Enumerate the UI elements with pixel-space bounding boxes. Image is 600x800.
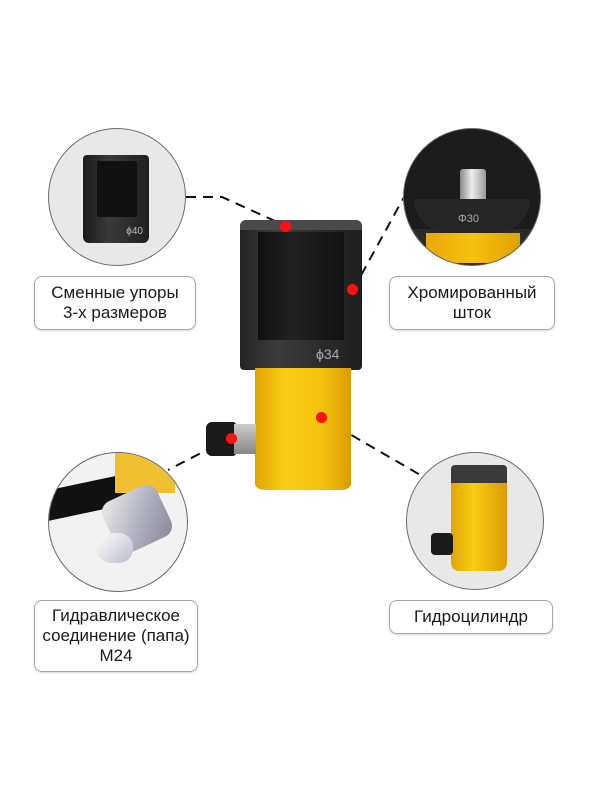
label-coupler: Гидравлическое соединение (папа) М24 xyxy=(34,600,198,672)
leader-line-coupler xyxy=(167,437,231,471)
label-coupler-line2: соединение (папа) xyxy=(42,626,190,645)
head-size-marking: ϕ34 xyxy=(316,346,340,362)
marker-dot-rod xyxy=(347,284,358,295)
cylinder-thumb-image xyxy=(451,483,507,571)
label-rod: Хромированный шток xyxy=(389,276,555,330)
head-window xyxy=(258,232,344,340)
label-stops: Сменные упоры 3-х размеров xyxy=(34,276,196,330)
label-rod-line1: Хромированный xyxy=(407,283,537,302)
stop-insert-image: ϕ40 xyxy=(83,155,149,243)
inset-circle-rod: Φ30 xyxy=(403,128,541,266)
label-cylinder-line1: Гидроцилиндр xyxy=(414,607,528,626)
label-coupler-line3: М24 xyxy=(99,646,133,665)
marker-dot-stops xyxy=(280,221,291,232)
inset-circle-coupler xyxy=(48,452,188,592)
marker-dot-coupler xyxy=(226,433,237,444)
chrome-rod-image xyxy=(460,169,486,203)
coupler-nut xyxy=(234,424,256,454)
label-stops-line1: Сменные упоры xyxy=(51,283,179,302)
rod-size-marking: Φ30 xyxy=(458,213,480,225)
cylinder-body xyxy=(255,368,351,490)
inset-circle-stops: ϕ40 xyxy=(48,128,186,266)
cylinder-head: ϕ34 xyxy=(240,220,362,370)
inset-circle-cylinder xyxy=(406,452,544,590)
label-coupler-line1: Гидравлическое xyxy=(52,606,180,625)
label-rod-line2: шток xyxy=(452,303,492,322)
leader-line-stops xyxy=(186,196,287,227)
marker-dot-cylinder xyxy=(316,412,327,423)
label-cylinder: Гидроцилиндр xyxy=(389,600,553,634)
stop-size-marking: ϕ40 xyxy=(126,226,143,237)
label-stops-line2: 3-х размеров xyxy=(63,303,167,322)
